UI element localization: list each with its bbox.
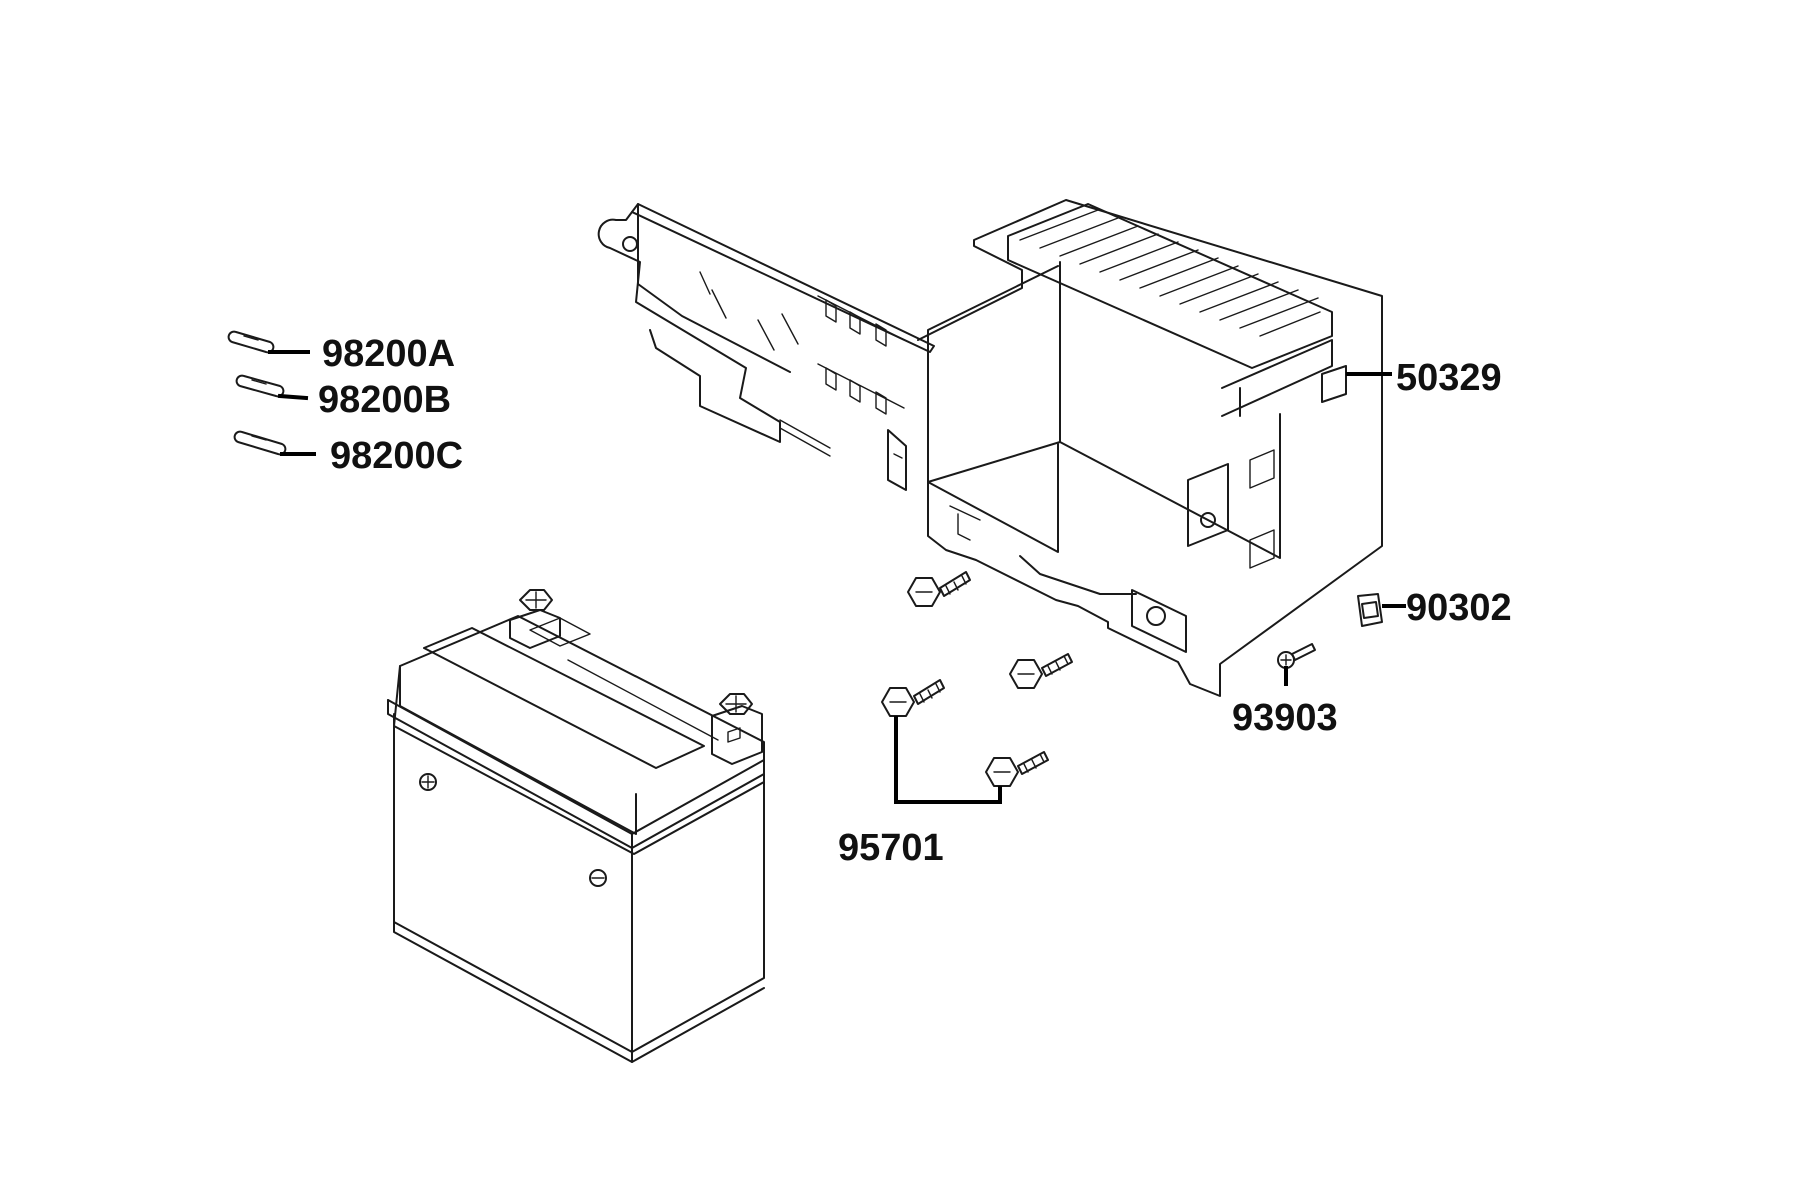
bolt-95701-3[interactable]: [881, 679, 945, 717]
screw-93903[interactable]: [1277, 643, 1316, 686]
negative-mark: [589, 869, 607, 887]
bolt-95701-1[interactable]: [907, 571, 971, 607]
fuse-98200A[interactable]: [227, 330, 310, 354]
bolt-95701-4[interactable]: [985, 751, 1049, 787]
fuse-98200C[interactable]: [233, 430, 316, 456]
leader-98200B: [277, 393, 309, 401]
bolt-95701-2[interactable]: [1009, 653, 1073, 689]
terminal-negative: [509, 589, 561, 649]
leader-95701: [894, 716, 1002, 804]
callout-98200B: 98200B: [318, 379, 451, 421]
callout-50329: 50329: [1396, 357, 1502, 399]
fuse-98200B[interactable]: [235, 374, 309, 401]
positive-mark: [419, 773, 437, 791]
callout-95701: 95701: [838, 827, 944, 869]
callout-90302: 90302: [1406, 587, 1512, 629]
battery[interactable]: [387, 589, 765, 1063]
battery-holder[interactable]: [597, 199, 1392, 697]
clip-nut-90302[interactable]: [1357, 593, 1406, 627]
terminal-positive: [711, 693, 763, 765]
callout-98200C: 98200C: [330, 435, 463, 477]
callout-98200A: 98200A: [322, 333, 455, 375]
callout-93903: 93903: [1232, 697, 1338, 739]
